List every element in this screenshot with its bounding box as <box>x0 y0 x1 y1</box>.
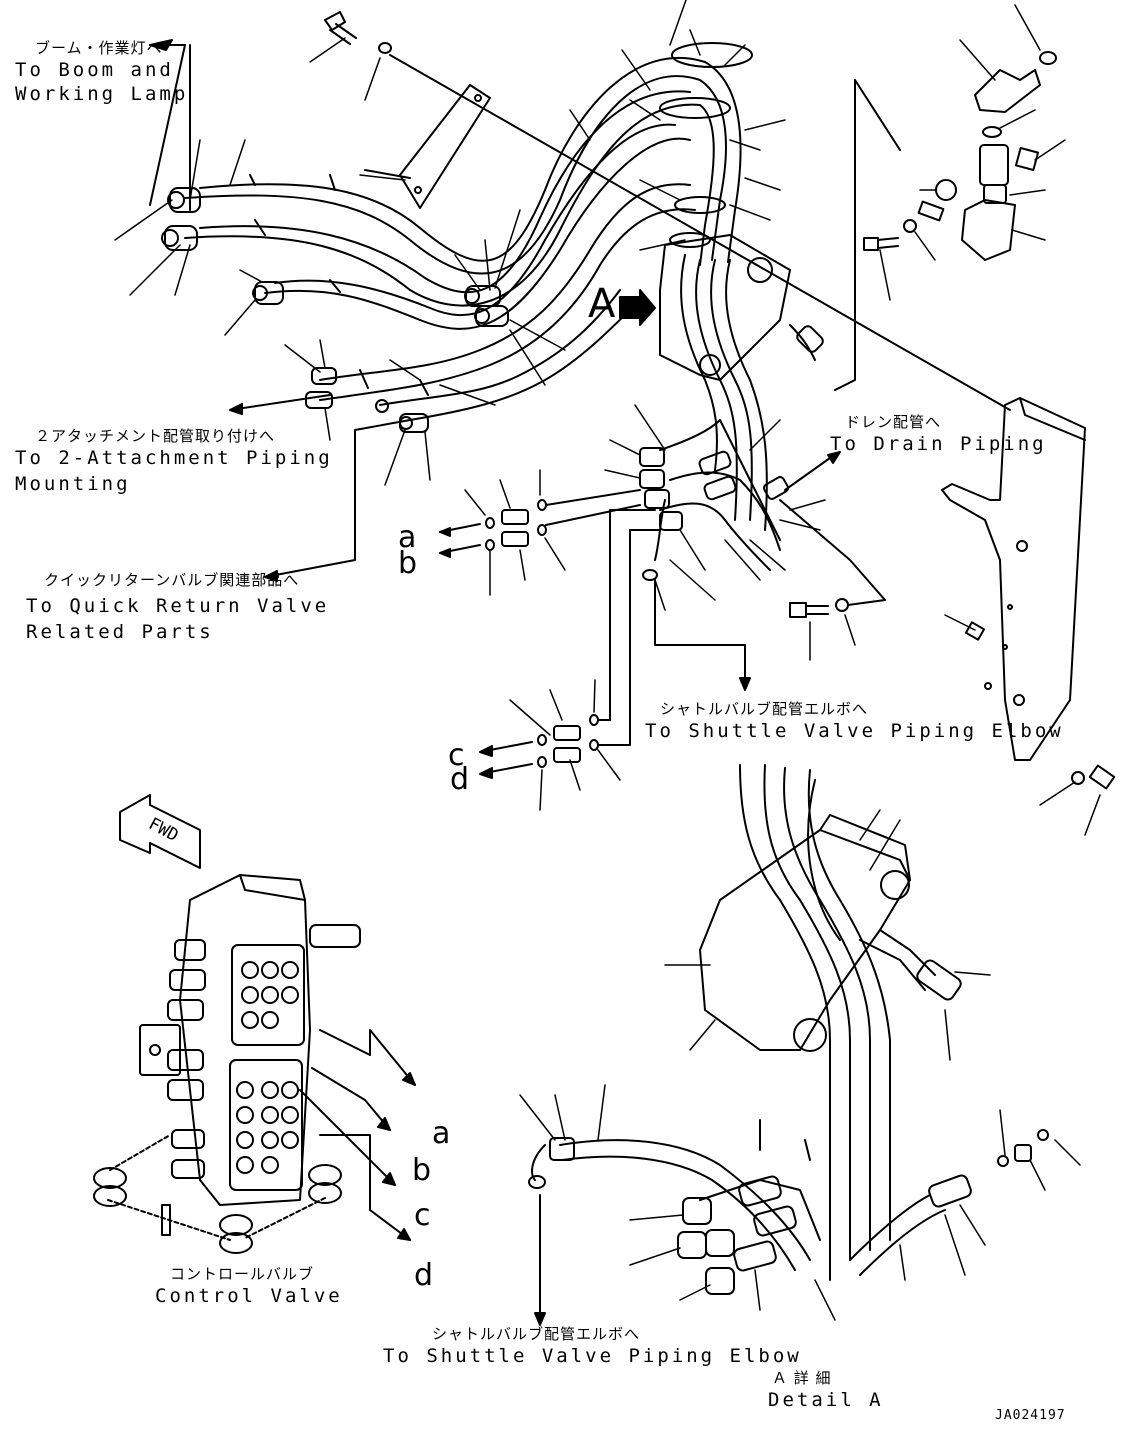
connector-letter-c: c <box>448 738 465 773</box>
shuttle-label-1-en: To Shuttle Valve Piping Elbow <box>645 720 1064 742</box>
drain-label-jp: ドレン配管へ <box>845 413 942 431</box>
connector-letter-a: a <box>398 520 417 555</box>
boom-label-jp: ブーム・作業灯へ <box>35 39 163 57</box>
lower-hose-junction <box>639 419 790 581</box>
bolt-middle <box>779 499 886 618</box>
control-valve <box>93 874 361 1254</box>
connectors-a-b <box>439 489 641 558</box>
hose-fittings-upper-left <box>161 187 509 433</box>
valve-letter-a: a <box>432 1116 451 1151</box>
drawing-number: JA024197 <box>995 1408 1066 1423</box>
part-leader-ticks <box>114 0 1101 1321</box>
hose-clamps <box>659 42 753 248</box>
quick-return-label-en-1: To Quick Return Valve <box>26 595 330 617</box>
valve-letter-c: c <box>414 1198 431 1233</box>
drain-label-en: To Drain Piping <box>830 433 1047 455</box>
shuttle-label-1-jp: シャトルバルブ配管エルボへ <box>660 700 869 718</box>
view-a-marker: A <box>588 281 616 327</box>
control-valve-label-en: Control Valve <box>155 1285 343 1307</box>
label-leaders <box>149 39 841 1326</box>
attachment-label-en-1: To 2-Attachment Piping <box>15 447 333 469</box>
connector-letter-b: b <box>398 546 418 581</box>
view-a-arrow <box>619 289 656 326</box>
attachment-label-en-2: Mounting <box>15 473 131 495</box>
bolt-top <box>324 11 1011 411</box>
detail-a-drawing <box>528 764 1049 1295</box>
valve-letter-d: d <box>414 1258 434 1293</box>
quick-return-label-en-2: Related Parts <box>26 621 214 643</box>
fittings-top-right <box>834 51 1057 391</box>
valve-letter-b: b <box>412 1153 432 1188</box>
attachment-label-jp: ２アタッチメント配管取り付けへ <box>35 427 276 445</box>
hose-bundle-upper <box>184 56 742 421</box>
clip-bracket-top <box>364 84 491 209</box>
connector-letter-d: d <box>450 762 470 797</box>
boom-label-en-1: To Boom and <box>15 59 174 81</box>
connectors-c-d <box>479 509 661 779</box>
shuttle-label-2-en: To Shuttle Valve Piping Elbow <box>383 1345 802 1367</box>
valve-leaders <box>299 1029 416 1241</box>
detail-a-label-jp: Ａ 詳 細 <box>772 1369 832 1387</box>
bracket-plate-upper <box>659 234 824 531</box>
fwd-arrow <box>119 794 201 869</box>
shuttle-label-2-jp: シャトルバルブ配管エルボへ <box>432 1325 641 1343</box>
control-valve-label-jp: コントロールバルブ <box>170 1265 315 1283</box>
boom-label-en-2: Working Lamp <box>15 83 189 105</box>
detail-a-label-en: Detail A <box>768 1389 884 1411</box>
quick-return-label-jp: クイックリターンバルブ関連部品へ <box>44 571 300 589</box>
